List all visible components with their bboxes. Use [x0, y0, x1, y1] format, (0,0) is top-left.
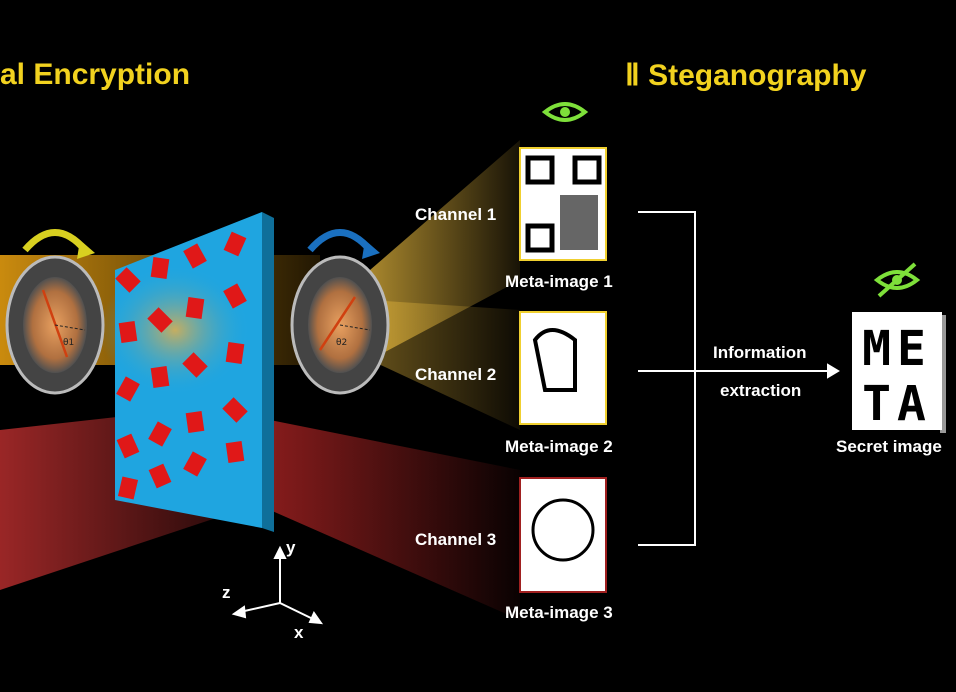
meta-atom	[147, 307, 173, 333]
meta-image-1-label: Meta-image 1	[505, 272, 613, 291]
meta-atom	[225, 341, 245, 365]
meta-atom	[185, 296, 205, 320]
extraction-label-line2: extraction	[720, 381, 802, 400]
polarization-arrow	[318, 296, 357, 351]
secret-letters-bottom: TA	[862, 376, 932, 432]
output-beam-yellow-2	[370, 300, 520, 430]
meta-atom	[183, 451, 207, 477]
arrow-right-icon	[827, 363, 840, 379]
meta-atom	[148, 421, 172, 447]
meta-image-2-label: Meta-image 2	[505, 437, 613, 456]
meta-atom	[148, 463, 172, 489]
rotate-arrow-icon	[22, 229, 88, 253]
title-steganography: Ⅱ Steganography	[625, 59, 867, 92]
meta-atom	[183, 243, 207, 269]
meta-atom	[223, 231, 247, 257]
meta-atom	[222, 397, 248, 423]
meta-image-3-label: Meta-image 3	[505, 603, 613, 622]
extraction-bracket	[638, 211, 840, 546]
axis-z-label: z	[222, 583, 231, 602]
channel-1-label: Channel 1	[415, 205, 497, 224]
axis-y-label: y	[286, 538, 296, 557]
axis-x-label: x	[294, 623, 304, 642]
coordinate-axes	[231, 545, 324, 625]
meta-atom	[150, 256, 170, 280]
secret-image	[852, 312, 946, 433]
extraction-label-line1: Information	[713, 343, 807, 362]
meta-atom	[182, 352, 208, 378]
meta-atom	[115, 267, 141, 293]
polarizer-dial-right: θ2	[290, 229, 390, 395]
polarization-arrow	[41, 289, 69, 358]
eye-slash-icon	[873, 262, 921, 298]
output-beam-red	[270, 420, 520, 620]
channel-2-label: Channel 2	[415, 365, 497, 384]
polarizer-dial-left: θ1	[5, 229, 105, 395]
meta-atom	[150, 365, 170, 389]
eye-icon	[541, 102, 589, 122]
meta-atoms	[115, 231, 248, 500]
channel-3-label: Channel 3	[415, 530, 497, 549]
theta2-label: θ2	[336, 338, 347, 348]
meta-atom	[118, 320, 138, 344]
theta1-label: θ1	[63, 338, 74, 348]
secret-image-label: Secret image	[836, 437, 942, 456]
metasurface-glow	[100, 265, 250, 395]
meta-image-1	[519, 147, 607, 261]
meta-atom	[116, 433, 140, 459]
meta-atom	[116, 376, 140, 402]
meta-atom	[225, 440, 245, 464]
secret-letters-top: ME	[862, 321, 932, 377]
meta-atom	[223, 283, 247, 309]
meta-atom	[185, 410, 205, 434]
title-encryption: al Encryption	[0, 58, 191, 91]
meta-atom	[117, 476, 139, 500]
rotate-arrow-icon	[307, 229, 373, 253]
meta-image-3	[519, 477, 607, 593]
metasurface-side	[262, 212, 274, 532]
meta-image-2	[519, 311, 607, 425]
